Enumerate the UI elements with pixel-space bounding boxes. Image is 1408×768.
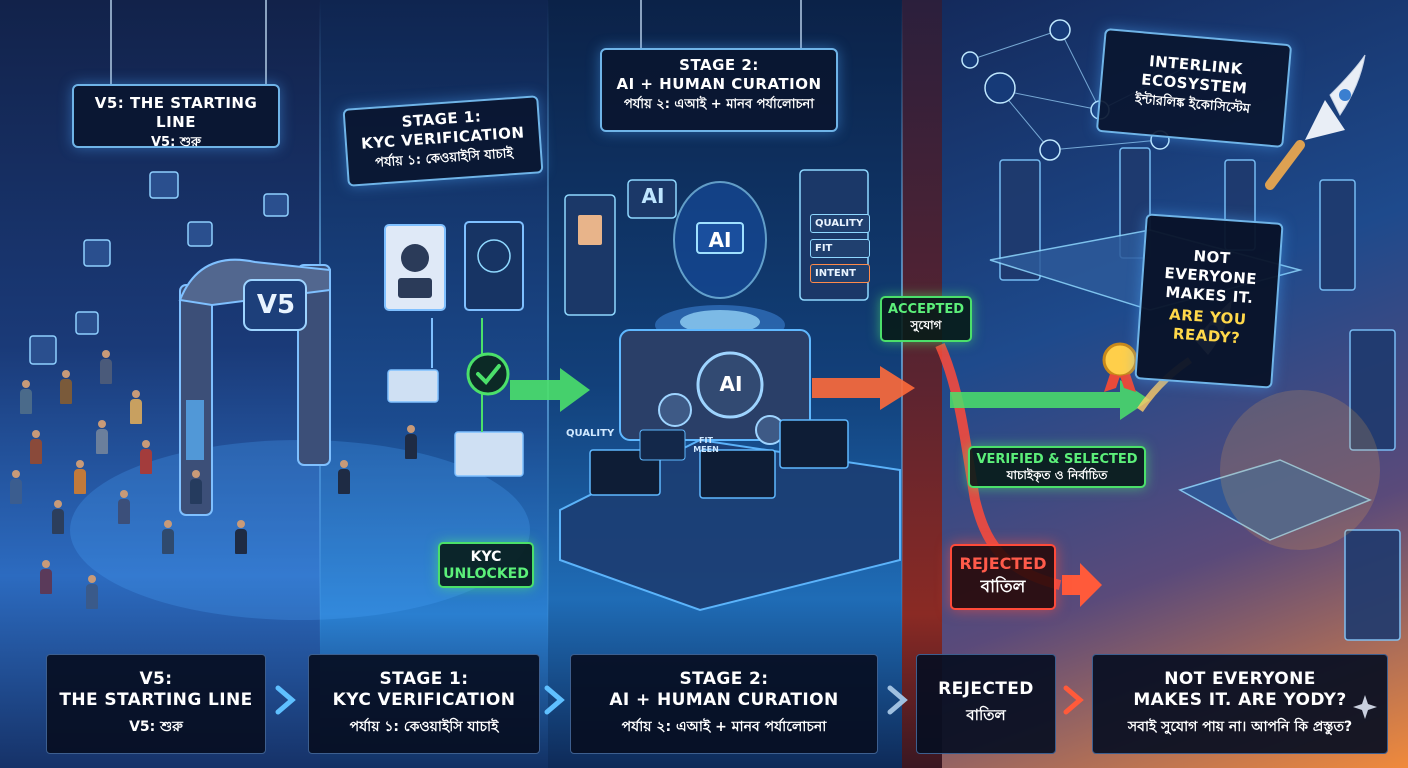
quality-label: QUALITY bbox=[566, 428, 615, 439]
sign-stage2: STAGE 2: AI + HUMAN CURATION পর্যায় ২: … bbox=[600, 48, 838, 132]
chevron-right-icon bbox=[1063, 685, 1084, 715]
tag-en: VERIFIED & SELECTED bbox=[976, 452, 1138, 467]
sign-rope bbox=[800, 0, 802, 50]
monitor-label: FIT MEEN bbox=[693, 436, 719, 454]
tag-line: KYC bbox=[470, 549, 502, 565]
banner-line: REJECTED bbox=[938, 679, 1034, 700]
banner-line: NOT EVERYONE bbox=[1164, 669, 1316, 690]
tag-bn: যাচাইকৃত ও নির্বাচিত bbox=[1006, 467, 1108, 482]
sign-subtitle-bn: পর্যায় ২: এআই + মানব পর্যালোচনা bbox=[623, 96, 815, 112]
tag-line: UNLOCKED bbox=[443, 565, 529, 582]
rocket-icon bbox=[1265, 54, 1366, 190]
tag-bn: সুযোগ bbox=[910, 317, 942, 332]
tag-en: REJECTED bbox=[959, 554, 1047, 573]
tag-accepted: ACCEPTED সুযোগ bbox=[880, 296, 972, 342]
banner-starting-line: V5: THE STARTING LINE V5: শুরু bbox=[46, 654, 266, 754]
banner-line: THE STARTING LINE bbox=[59, 690, 253, 710]
banner-bn: বাতিল bbox=[966, 705, 1006, 724]
gate-label: V5 bbox=[256, 290, 296, 320]
sign-line-highlight: ARE YOU READY? bbox=[1168, 305, 1248, 348]
tag-en: ACCEPTED bbox=[887, 302, 965, 317]
banner-line: AI + HUMAN CURATION bbox=[609, 690, 839, 710]
banner-bn: পর্যায় ১: কেওয়াইসি যাচাই bbox=[349, 718, 499, 735]
chevron-right-icon bbox=[275, 685, 296, 715]
sign-rope bbox=[640, 0, 642, 50]
criteria-list: QUALITY FIT INTENT bbox=[810, 208, 870, 289]
banner-not-everyone: NOT EVERYONE MAKES IT. ARE YODY? সবাই সু… bbox=[1092, 654, 1388, 754]
v5-gate bbox=[178, 258, 331, 516]
ai-gear-label: AI bbox=[719, 372, 743, 396]
sign-title: V5: THE STARTING LINE bbox=[94, 94, 258, 131]
sparkle-icon bbox=[1353, 695, 1377, 719]
sign-rope bbox=[110, 0, 112, 86]
criteria-item: INTENT bbox=[810, 264, 870, 283]
panel-rejected-strip bbox=[902, 0, 942, 768]
tag-bn: বাতিল bbox=[980, 577, 1026, 598]
banner-line: MAKES IT. ARE YODY? bbox=[1133, 690, 1347, 710]
sign-title: AI + HUMAN CURATION bbox=[616, 74, 822, 93]
tag-kyc-unlocked: KYC UNLOCKED bbox=[438, 542, 534, 588]
banner-line: STAGE 1: bbox=[379, 669, 469, 690]
sign-rope bbox=[265, 0, 267, 86]
sign-starting-line: V5: THE STARTING LINE V5: শুরু bbox=[72, 84, 280, 150]
sign-ready: NOT EVERYONE MAKES IT. ARE YOU READY? bbox=[1134, 213, 1284, 389]
banner-bn: V5: শুরু bbox=[129, 718, 183, 735]
sign-title: STAGE 2: bbox=[679, 56, 759, 74]
banner-bn: সবাই সুযোগ পায় না। আপনি কি প্রস্তুত? bbox=[1127, 718, 1353, 735]
sign-subtitle-bn: V5: শুরু bbox=[151, 134, 201, 150]
id-cards bbox=[384, 221, 524, 477]
banner-stage1: STAGE 1: KYC VERIFICATION পর্যায় ১: কেও… bbox=[308, 654, 540, 754]
sign-ecosystem: INTERLINK ECOSYSTEM ইন্টারলিঙ্ক ইকোসিস্ট… bbox=[1095, 28, 1293, 148]
panel-divider bbox=[547, 0, 549, 650]
sign-stage1: STAGE 1: KYC VERIFICATION পর্যায় ১: কেও… bbox=[342, 95, 544, 187]
banner-line: STAGE 2: bbox=[679, 669, 769, 690]
tag-rejected: REJECTED বাতিল bbox=[950, 544, 1056, 610]
ai-screen-label: AI bbox=[641, 184, 665, 208]
tag-verified-selected: VERIFIED & SELECTED যাচাইকৃত ও নির্বাচিত bbox=[968, 446, 1146, 488]
ai-brain-label: AI bbox=[696, 222, 744, 254]
criteria-item: QUALITY bbox=[810, 214, 870, 233]
banner-line: V5: bbox=[139, 669, 173, 690]
criteria-item: FIT bbox=[810, 239, 870, 258]
banner-bn: পর্যায় ২: এআই + মানব পর্যালোচনা bbox=[621, 718, 827, 735]
banner-rejected: REJECTED বাতিল bbox=[916, 654, 1056, 754]
chevron-right-icon bbox=[887, 685, 908, 715]
chevron-right-icon bbox=[544, 685, 565, 715]
banner-line: KYC VERIFICATION bbox=[332, 690, 516, 710]
banner-stage2: STAGE 2: AI + HUMAN CURATION পর্যায় ২: … bbox=[570, 654, 878, 754]
